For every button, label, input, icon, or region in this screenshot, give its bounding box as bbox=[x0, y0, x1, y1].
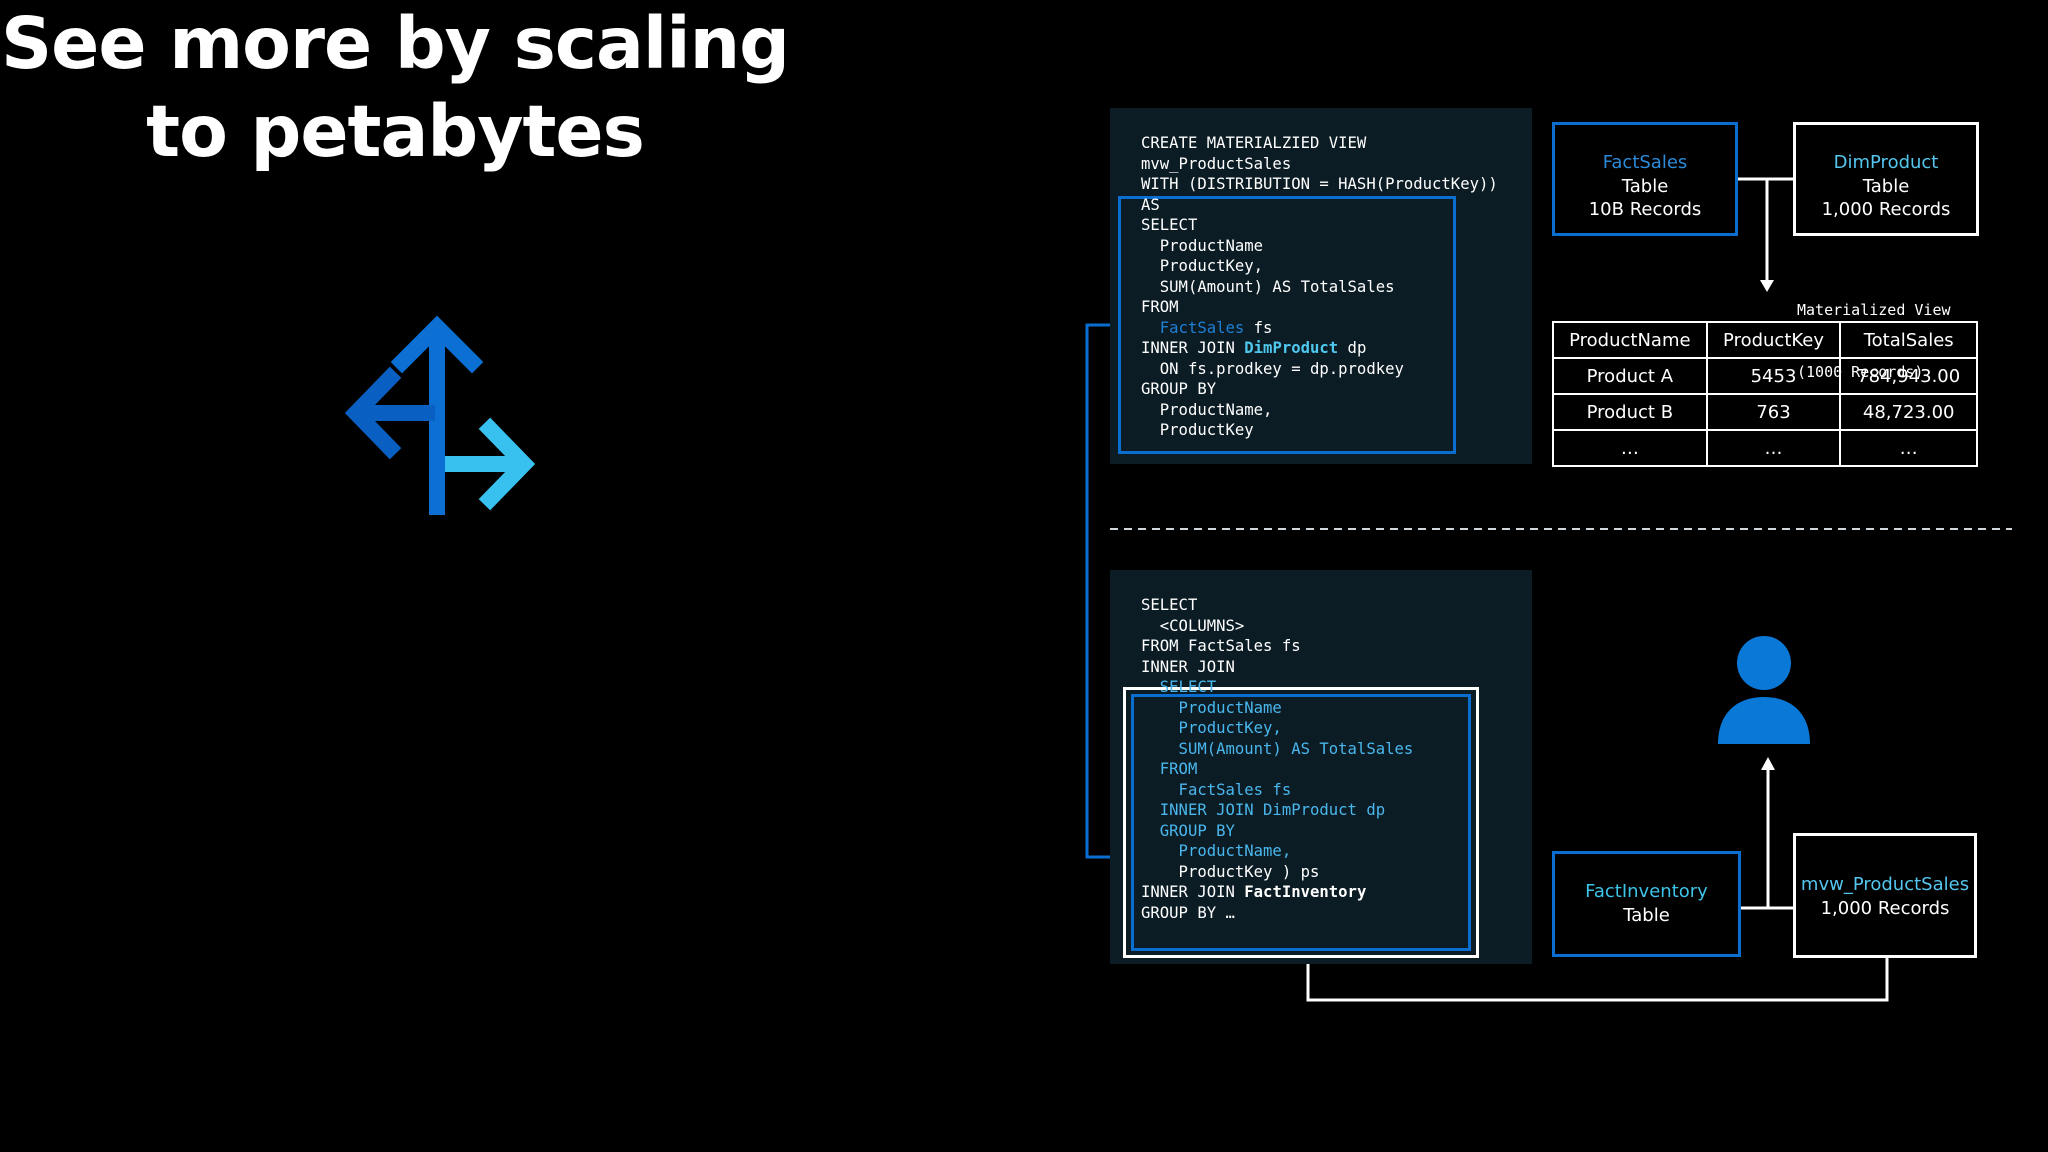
table-row: … … … bbox=[1552, 429, 1978, 467]
dimproduct-table-box: DimProduct Table 1,000 Records bbox=[1793, 122, 1979, 236]
table-cell: 763 bbox=[1705, 393, 1842, 431]
table-cell: … bbox=[1552, 429, 1708, 467]
dimproduct-type: Table bbox=[1862, 175, 1910, 197]
mvw-productsales-box: mvw_ProductSales 1,000 Records bbox=[1793, 833, 1977, 958]
top-code-text: CREATE MATERIALZIED VIEW mvw_ProductSale… bbox=[1141, 134, 1498, 439]
table-cell: 5453 bbox=[1705, 357, 1842, 395]
user-icon bbox=[1718, 636, 1810, 744]
table-header-row: ProductName ProductKey TotalSales bbox=[1552, 321, 1978, 359]
dimproduct-name: DimProduct bbox=[1833, 152, 1939, 173]
factinventory-table-box: FactInventory Table bbox=[1552, 851, 1741, 957]
factinventory-type: Table bbox=[1623, 904, 1670, 926]
top-code-panel bbox=[1110, 108, 1532, 464]
header-productname: ProductName bbox=[1552, 321, 1708, 359]
table-row: Product A 5453 784,943.00 bbox=[1552, 357, 1978, 395]
headline-line-1: See more by scaling bbox=[1, 2, 790, 85]
table-cell: 48,723.00 bbox=[1839, 393, 1978, 431]
header-productkey: ProductKey bbox=[1705, 321, 1842, 359]
factsales-name: FactSales bbox=[1602, 152, 1688, 173]
header-totalsales: TotalSales bbox=[1839, 321, 1978, 359]
factinventory-name: FactInventory bbox=[1585, 881, 1708, 902]
headline-line-2: to petabytes bbox=[146, 90, 645, 173]
factsales-records: 10B Records bbox=[1588, 199, 1702, 220]
materialized-view-table: ProductName ProductKey TotalSales Produc… bbox=[1552, 321, 1978, 467]
headline: See more by scaling to petabytes bbox=[0, 0, 790, 176]
table-cell: Product B bbox=[1552, 393, 1708, 431]
bottom-code-text: SELECT <COLUMNS> FROM FactSales fs INNER… bbox=[1141, 596, 1414, 922]
table-row: Product B 763 48,723.00 bbox=[1552, 393, 1978, 431]
mvw-productsales-records: 1,000 Records bbox=[1820, 897, 1950, 919]
bottom-code-outer-highlight bbox=[1123, 687, 1479, 958]
factsales-type: Table bbox=[1621, 175, 1669, 197]
table-cell: Product A bbox=[1552, 357, 1708, 395]
branching-arrows-icon bbox=[344, 315, 536, 515]
table-cell: … bbox=[1705, 429, 1842, 467]
top-code-highlight bbox=[1118, 196, 1456, 454]
mvw-productsales-name: mvw_ProductSales bbox=[1800, 874, 1970, 895]
mv-label-line-1: Materialized View bbox=[1797, 301, 1951, 319]
table-cell: 784,943.00 bbox=[1839, 357, 1978, 395]
bottom-code-inner-highlight bbox=[1131, 694, 1471, 951]
factsales-table-box: FactSales Table 10B Records bbox=[1552, 122, 1738, 236]
dimproduct-records: 1,000 Records bbox=[1821, 199, 1951, 220]
bottom-code-panel bbox=[1110, 570, 1532, 964]
table-cell: … bbox=[1839, 429, 1978, 467]
